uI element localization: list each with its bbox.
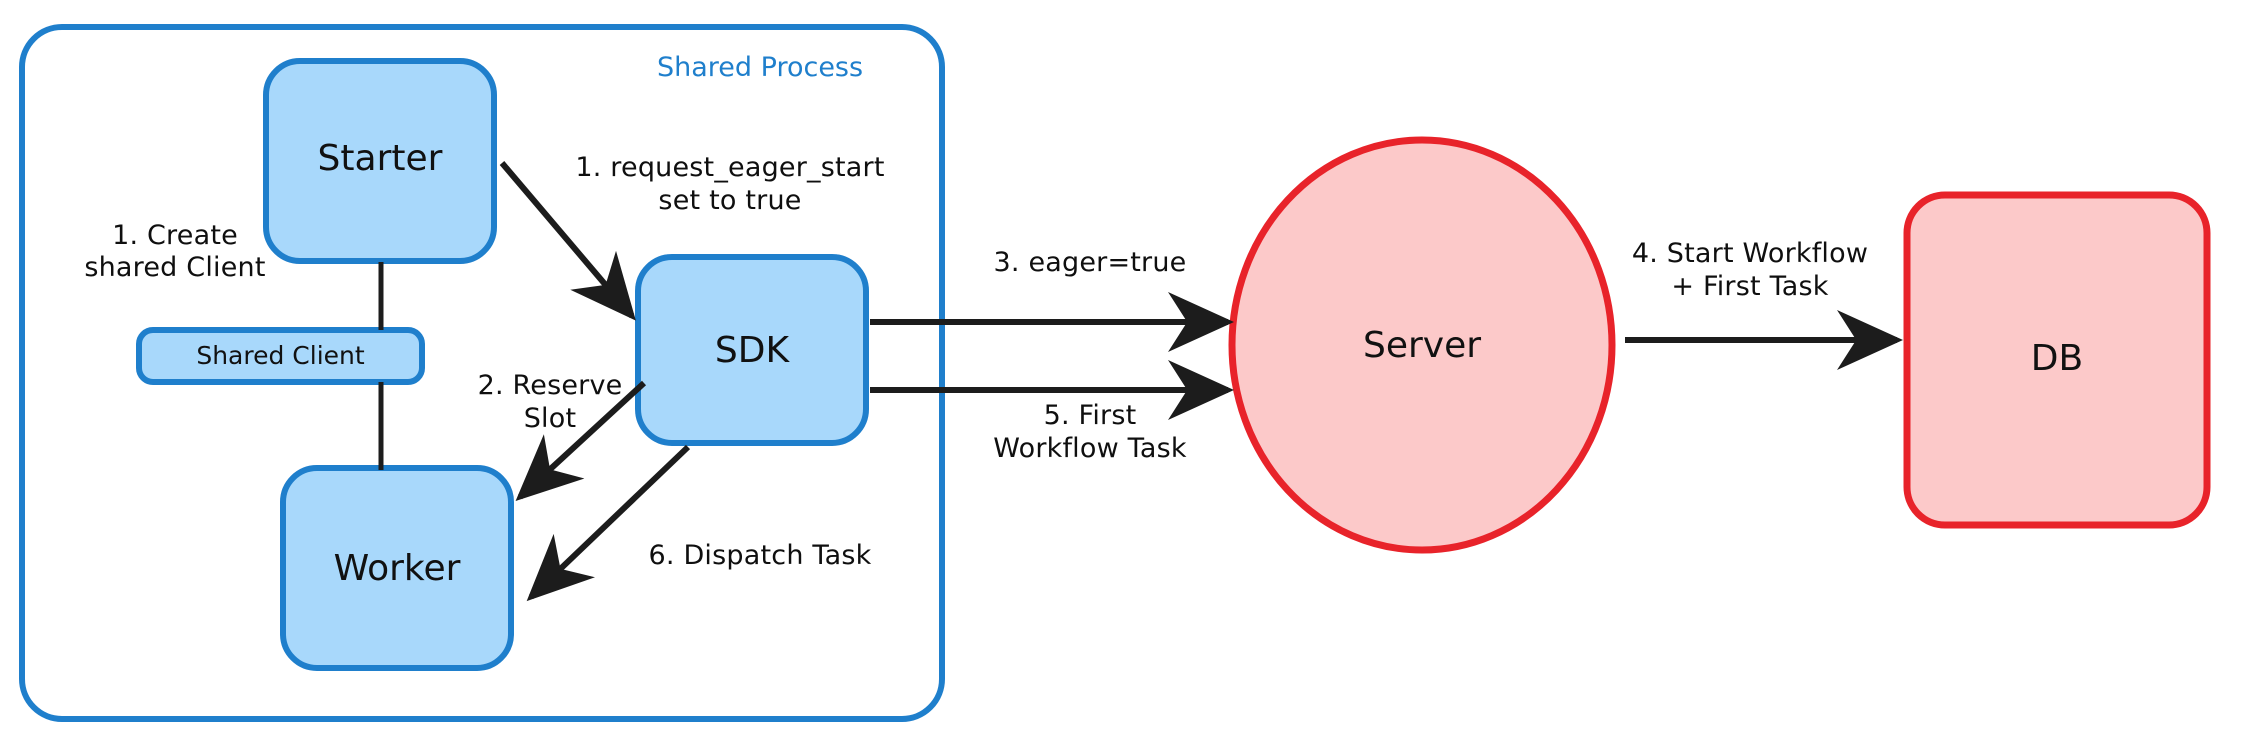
node-shared-client-label: Shared Client bbox=[196, 341, 365, 370]
edge-request-eager-start bbox=[499, 161, 636, 321]
node-worker[interactable] bbox=[280, 465, 514, 671]
node-sdk-label: SDK bbox=[714, 330, 790, 371]
shared-process-group bbox=[19, 24, 945, 722]
node-worker-label: Worker bbox=[333, 548, 461, 589]
node-starter-label: Starter bbox=[317, 138, 443, 179]
edge-reserve-slot bbox=[515, 380, 647, 502]
node-starter[interactable] bbox=[263, 58, 497, 264]
edge-dispatch-task bbox=[526, 444, 691, 602]
node-sdk[interactable] bbox=[635, 254, 869, 446]
shared-process-label: Shared Process bbox=[657, 52, 864, 83]
node-db[interactable] bbox=[1903, 191, 2211, 529]
node-server-label: Server bbox=[1362, 325, 1482, 366]
node-db-label: DB bbox=[2030, 338, 2084, 379]
node-shared-client[interactable] bbox=[136, 327, 425, 385]
